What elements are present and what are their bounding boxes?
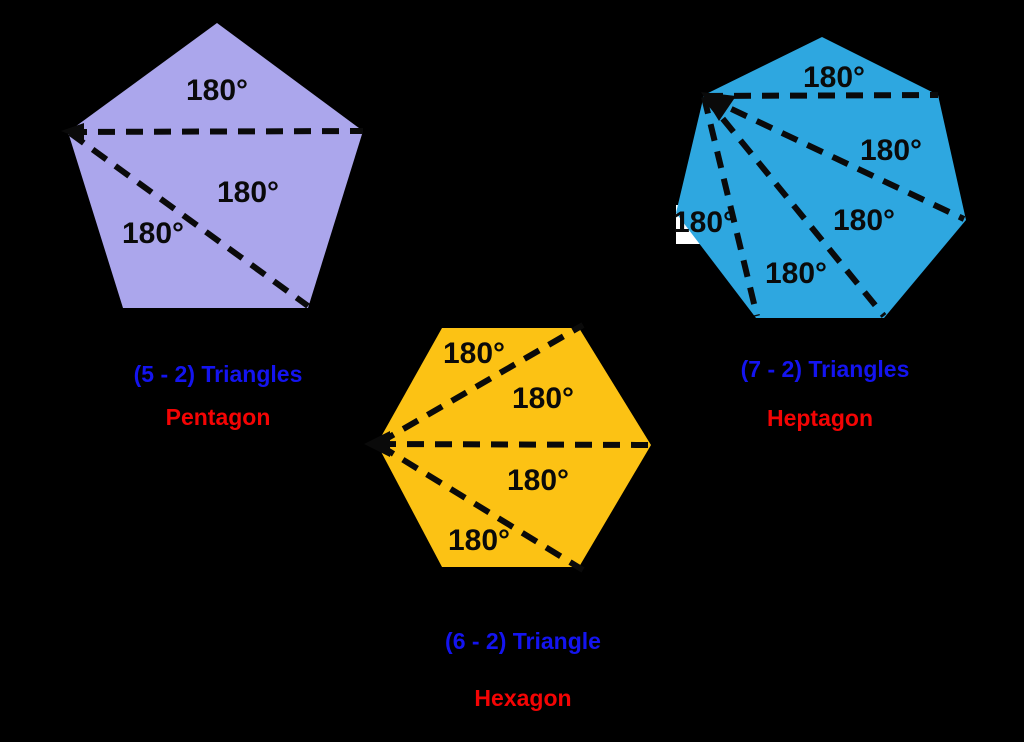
- heptagon-diagonal-2: [704, 94, 966, 222]
- hexagon-formula-label: (6 - 2) Triangle: [445, 628, 601, 654]
- pentagon-formula-label: (5 - 2) Triangles: [133, 361, 303, 387]
- pentagon-diagonal-2: [68, 130, 310, 309]
- heptagon-diagonal-4: [701, 96, 760, 317]
- heptagon-figure: 180° 180° 180° 180° 180°: [673, 37, 966, 318]
- heptagon-angle-label: 180°: [673, 206, 735, 239]
- heptagon-formula-label: (7 - 2) Triangles: [740, 356, 910, 382]
- pentagon-name-label: Pentagon: [165, 404, 271, 430]
- hexagon-shape: [377, 328, 651, 567]
- hexagon-angle-label: 180°: [507, 464, 569, 497]
- heptagon-diagonal-1: [705, 92, 939, 99]
- pentagon-angle-label: 180°: [186, 74, 248, 107]
- pentagon-diagonal-1: [69, 128, 364, 135]
- hexagon-diagonal-1: [377, 322, 585, 446]
- hexagon-angle-label: 180°: [448, 524, 510, 557]
- hexagon-arrowhead-icon: [364, 431, 390, 457]
- heptagon-angle-label: 180°: [803, 61, 865, 94]
- hexagon-diagonal-2: [378, 441, 652, 448]
- hexagon-name-label: Hexagon: [474, 685, 572, 711]
- heptagon-name-label: Heptagon: [766, 405, 874, 431]
- heptagon-shape: [676, 37, 966, 318]
- heptagon-angle-label: 180°: [833, 204, 895, 237]
- hexagon-diagonal-3: [377, 442, 585, 573]
- pentagon-angle-label: 180°: [217, 176, 279, 209]
- heptagon-angle-label: 180°: [860, 134, 922, 167]
- pentagon-angle-label: 180°: [122, 217, 184, 250]
- heptagon-arrowhead-icon: [701, 92, 736, 121]
- pentagon-arrowhead-icon: [61, 123, 84, 140]
- hexagon-angle-label: 180°: [512, 382, 574, 415]
- heptagon-diagonal-3: [702, 95, 887, 318]
- heptagon-angle-label: 180°: [765, 257, 827, 290]
- hexagon-figure: 180° 180° 180° 180°: [364, 322, 652, 573]
- pentagon-figure: 180° 180° 180°: [61, 23, 364, 309]
- hexagon-angle-label: 180°: [443, 337, 505, 370]
- pentagon-shape: [68, 23, 363, 308]
